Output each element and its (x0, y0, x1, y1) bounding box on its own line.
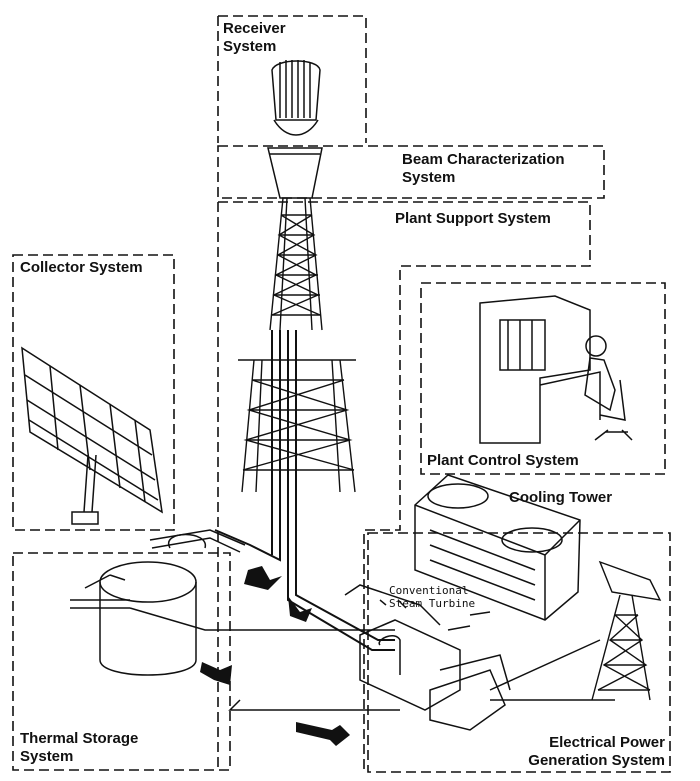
conventional-label-line-1: Conventional (389, 584, 469, 597)
beam-characterization-boundary (217, 145, 605, 199)
plant-control-label: Plant Control System (427, 452, 579, 469)
flow-arrow-down (244, 566, 282, 590)
plant-support-label: Plant Support System (395, 210, 551, 227)
thermal-storage-line-1: Thermal Storage (20, 730, 139, 747)
flow-arrow-right-2 (296, 722, 350, 746)
system-boundaries (12, 15, 671, 773)
heliostat (21, 346, 163, 525)
heliostat-mirror (21, 346, 163, 514)
receiver-label-line-2: System (223, 38, 277, 55)
electrical-power-label: Electrical Power Generation System (528, 734, 665, 770)
collector-system-label: Collector System (20, 259, 143, 276)
flow-arrows[interactable] (200, 566, 350, 746)
plant-control-system-boundary (420, 282, 666, 475)
receiver-system-label: Receiver System (223, 20, 286, 56)
chair (594, 379, 633, 441)
cooling-tower-label: Cooling Tower (509, 489, 613, 506)
transmission-tower (591, 560, 662, 701)
thermal-storage-boundary (12, 552, 231, 771)
receiver-funnel (267, 147, 323, 199)
flow-arrow-turbine (288, 596, 312, 622)
thermal-storage-line-2: System (20, 748, 74, 765)
electrical-power-boundary (367, 532, 671, 773)
heliostat-pedestal (71, 454, 99, 525)
cooling-tower (414, 474, 581, 621)
conventional-turbine-label: Conventional Steam Turbine (389, 584, 475, 610)
tower-pipes (214, 330, 395, 651)
beam-label-line-2: System (402, 169, 456, 186)
electrical-label-line-2: Generation System (528, 752, 665, 769)
flow-arrow-right-1 (200, 662, 232, 685)
operator-body (584, 357, 616, 412)
beam-characterization-label: Beam Characterization System (402, 151, 565, 187)
beam-label-line-1: Beam Characterization (402, 151, 565, 168)
electrical-label-line-1: Electrical Power (549, 734, 665, 751)
operator-head (585, 335, 607, 357)
collector-system-boundary (12, 254, 175, 531)
receiver-illustration (267, 60, 323, 199)
plant-control-room (479, 295, 633, 444)
thermal-storage-label: Thermal Storage System (20, 730, 138, 766)
turbine-generator (344, 584, 615, 731)
conventional-label-line-2: Steam Turbine (389, 597, 476, 610)
thermal-storage-tank (70, 529, 400, 711)
receiver-panels (271, 60, 321, 121)
receiver-system-boundary (218, 15, 367, 143)
receiver-label-line-1: Receiver (223, 20, 286, 37)
tower-base (241, 359, 356, 493)
